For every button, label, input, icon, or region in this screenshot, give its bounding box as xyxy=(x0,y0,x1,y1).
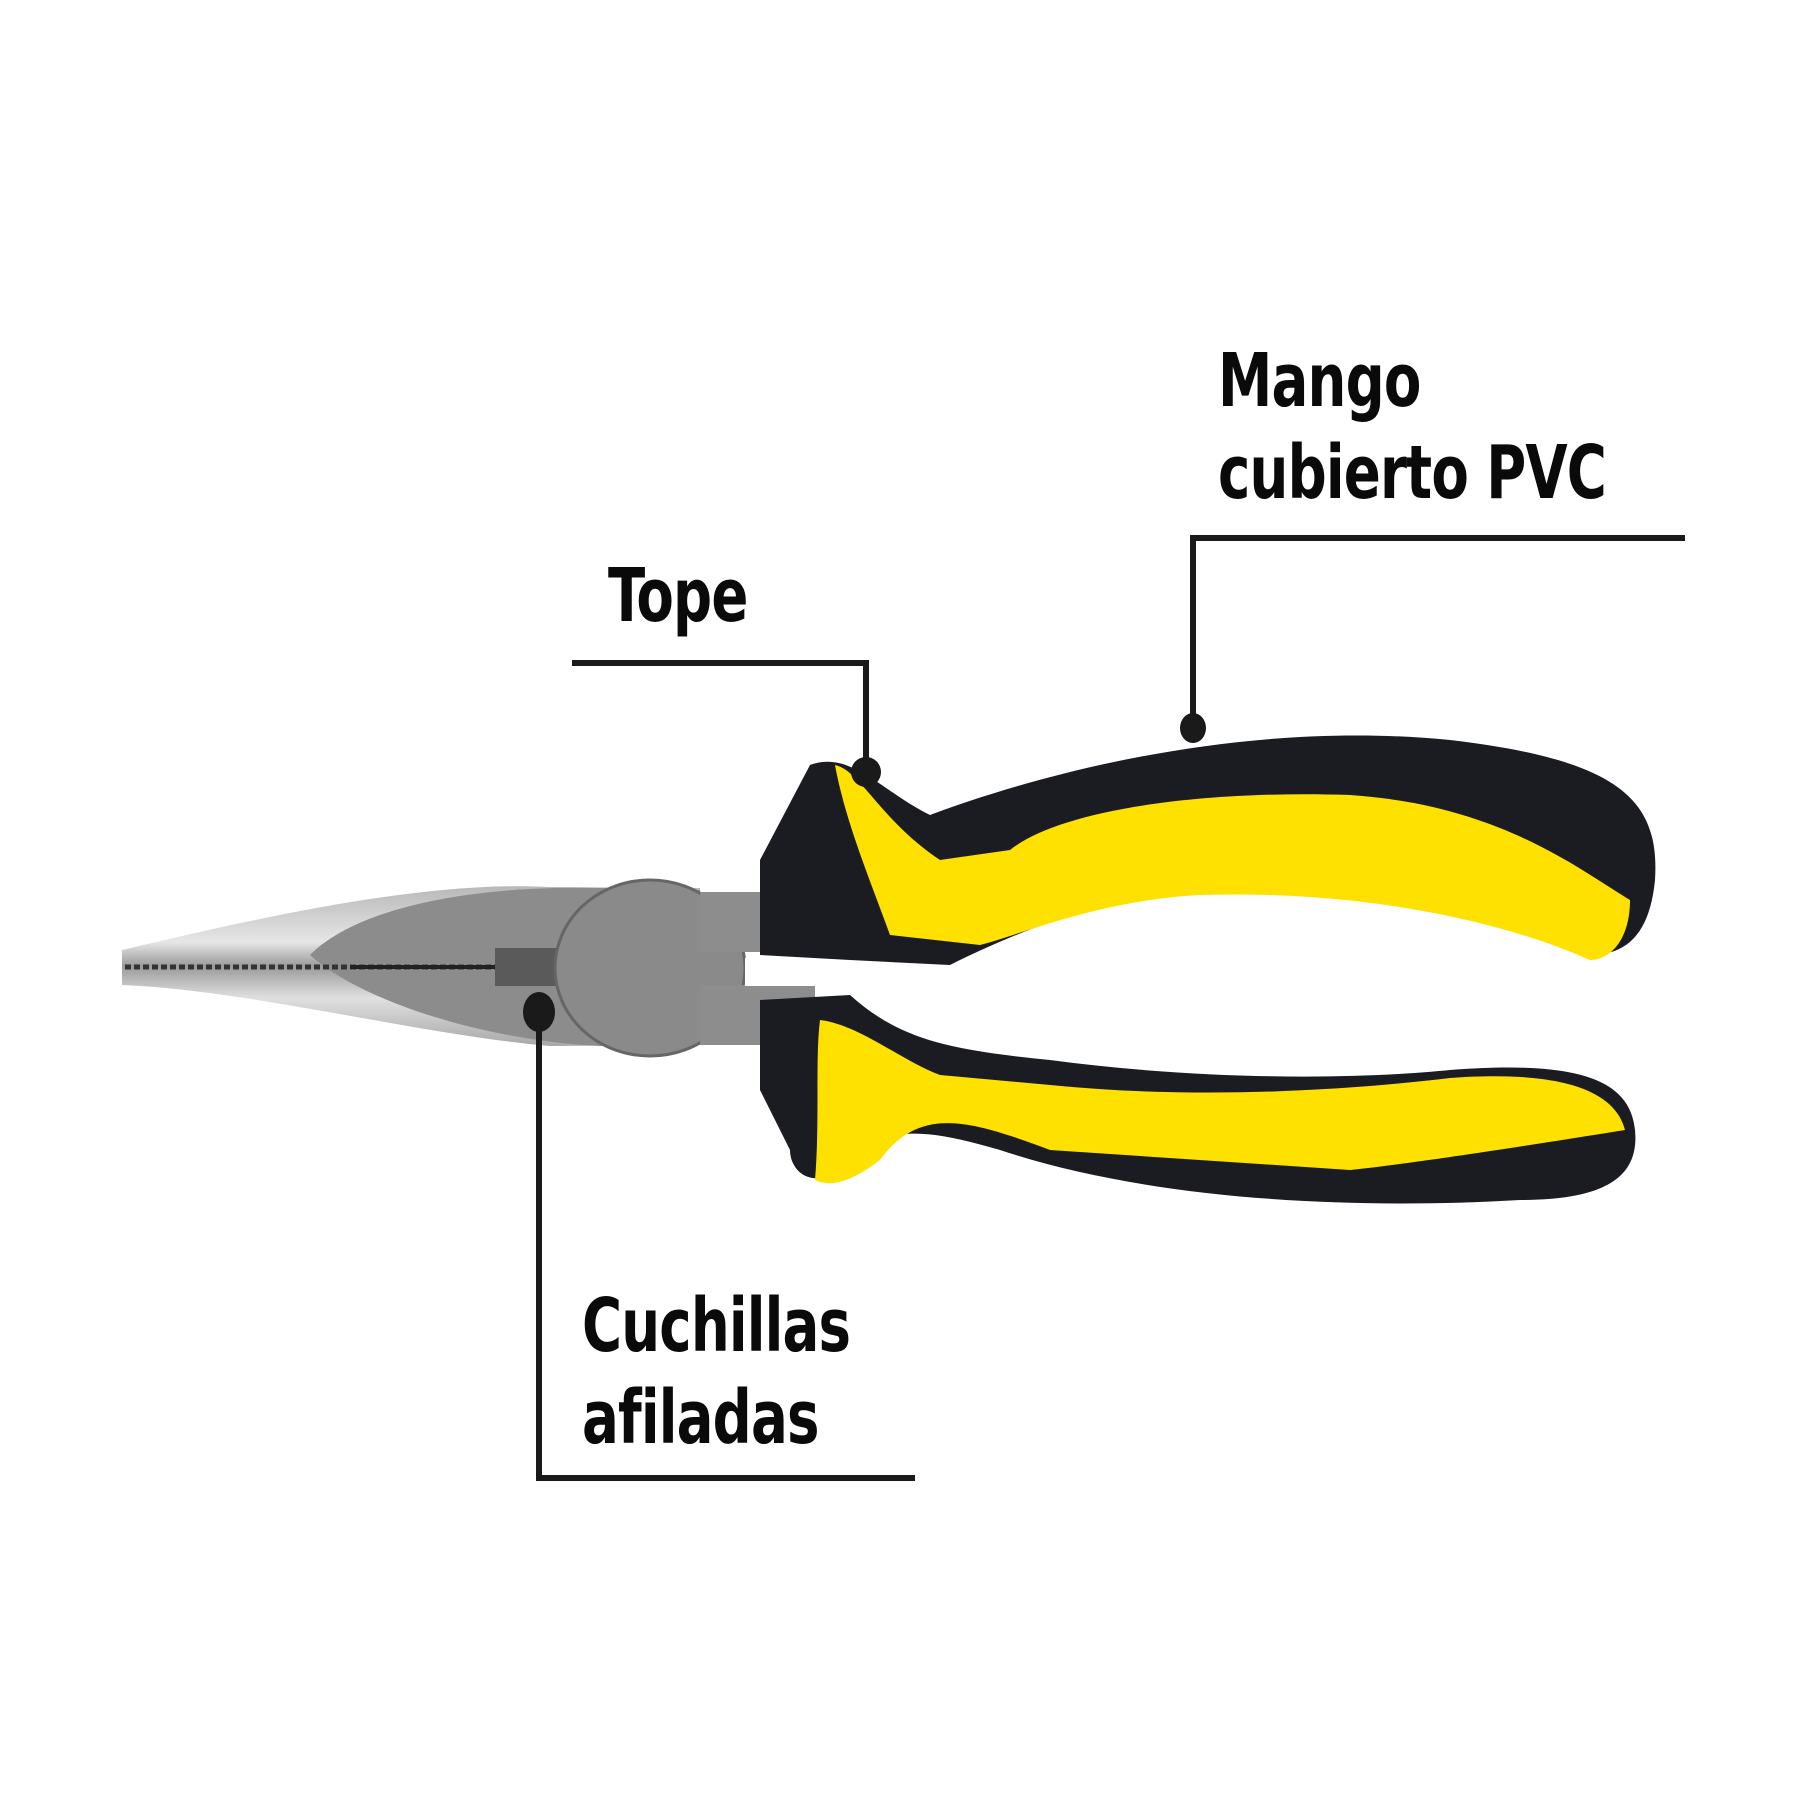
pliers-jaw xyxy=(122,878,820,1058)
callout-dot-cuchillas xyxy=(523,992,555,1032)
leader-line-cuchillas xyxy=(536,1010,915,1481)
callout-mango-line2: cubierto PVC xyxy=(1218,430,1607,516)
callout-label-mango: Mango cubierto PVC xyxy=(1218,335,1607,519)
callout-label-cuchillas: Cuchillas afiladas xyxy=(582,1280,851,1464)
lower-handle xyxy=(760,995,1636,1204)
callout-dot-tope xyxy=(851,757,881,787)
callout-cuchillas-line2: afiladas xyxy=(582,1375,819,1461)
callout-tope-line1: Tope xyxy=(608,553,748,639)
upper-handle xyxy=(760,735,1656,965)
leader-line-tope xyxy=(572,660,869,762)
leader-line-mango xyxy=(1190,535,1685,720)
callout-cuchillas-line1: Cuchillas xyxy=(582,1283,851,1369)
callout-dot-mango xyxy=(1180,713,1206,743)
callout-mango-line1: Mango xyxy=(1218,338,1421,424)
callout-label-tope: Tope xyxy=(608,550,748,642)
